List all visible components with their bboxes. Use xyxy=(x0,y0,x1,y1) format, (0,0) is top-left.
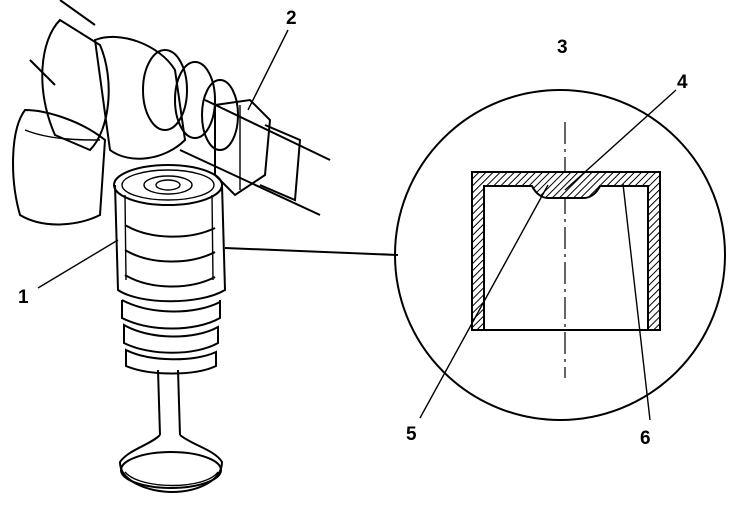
bucket-section xyxy=(471,171,661,331)
detail-connector xyxy=(224,247,399,256)
callout-4: 4 xyxy=(677,72,688,93)
callout-3: 3 xyxy=(557,37,568,58)
callout-6: 6 xyxy=(640,428,651,449)
leader-lines xyxy=(37,29,677,421)
valve-assembly xyxy=(113,164,227,494)
camshaft xyxy=(12,0,331,226)
callout-5: 5 xyxy=(406,424,417,445)
detail-view xyxy=(394,89,726,421)
callout-2: 2 xyxy=(286,8,297,29)
callout-1: 1 xyxy=(18,287,29,308)
